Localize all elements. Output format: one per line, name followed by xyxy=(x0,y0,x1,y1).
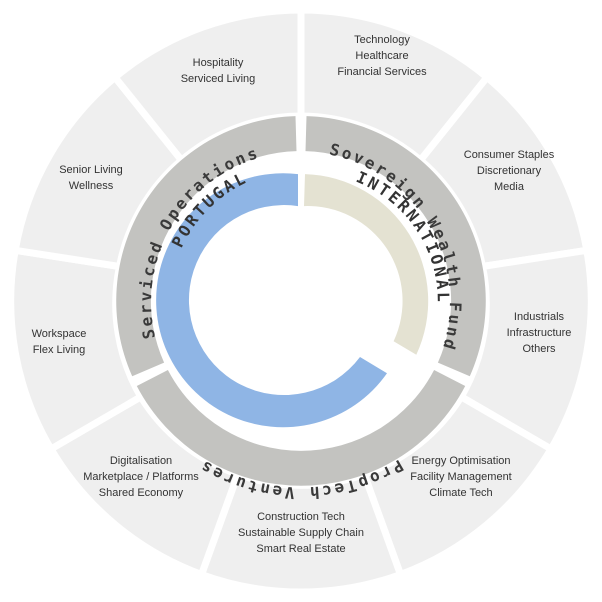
segment-label-line: Marketplace / Platforms xyxy=(83,471,199,483)
segment-label-line: Discretionary xyxy=(477,165,542,177)
segment-label-line: Others xyxy=(522,343,556,355)
outer-ring xyxy=(7,6,595,596)
segment-label-line: Industrials xyxy=(514,311,565,323)
segment-label-line: Smart Real Estate xyxy=(256,543,345,555)
segment-label-line: Technology xyxy=(354,34,410,46)
segment-label-line: Shared Economy xyxy=(99,487,184,499)
segment-label-line: Media xyxy=(494,181,525,193)
segment-label-line: Sustainable Supply Chain xyxy=(238,527,364,539)
middle-segment-proptech-ventures xyxy=(136,370,466,486)
middle-segment-sovereign-wealth-fund xyxy=(305,116,486,377)
segment-label-line: Consumer Staples xyxy=(464,149,555,161)
segment-label-line: Senior Living xyxy=(59,164,123,176)
segment-label-line: Digitalisation xyxy=(110,455,172,467)
segment-label-line: Healthcare xyxy=(355,50,408,62)
segment-label-line: Hospitality xyxy=(193,57,244,69)
segment-label-line: Workspace xyxy=(32,328,87,340)
segment-label-line: Flex Living xyxy=(33,344,86,356)
middle-ring xyxy=(116,116,486,486)
segment-label-line: Serviced Living xyxy=(181,73,256,85)
segment-label-line: Wellness xyxy=(69,180,114,192)
segment-label-line: Facility Management xyxy=(410,471,512,483)
segment-label-line: Financial Services xyxy=(337,66,427,78)
inner-ring xyxy=(156,173,429,428)
segment-label-line: Infrastructure xyxy=(507,327,572,339)
segment-label-line: Construction Tech xyxy=(257,511,345,523)
arc-international xyxy=(304,174,429,355)
segment-label-line: Energy Optimisation xyxy=(411,455,510,467)
segment-label-line: Climate Tech xyxy=(429,487,492,499)
middle-segment-serviced-operations xyxy=(116,116,297,377)
